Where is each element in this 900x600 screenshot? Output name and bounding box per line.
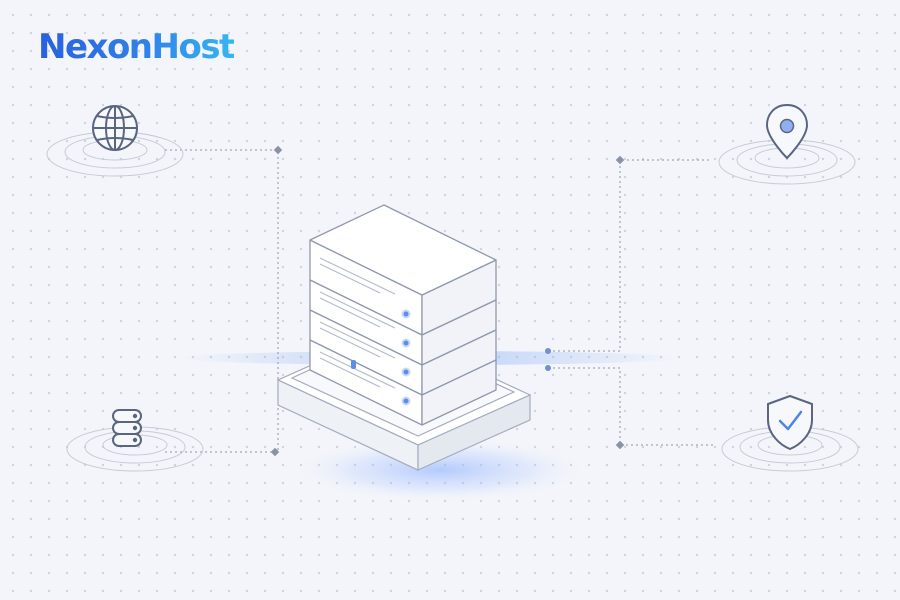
node-diamond bbox=[615, 440, 625, 450]
connector-globe bbox=[165, 149, 279, 385]
server-top bbox=[309, 204, 497, 296]
status-led bbox=[401, 396, 411, 406]
globe-icon bbox=[92, 105, 138, 151]
node-diamond bbox=[270, 447, 280, 457]
status-led bbox=[401, 367, 411, 377]
node-dot bbox=[545, 365, 551, 371]
node-dot bbox=[545, 348, 551, 354]
location-pin-icon bbox=[765, 103, 809, 160]
server-port bbox=[351, 360, 356, 369]
shield-check-icon bbox=[767, 394, 813, 451]
database-icon bbox=[112, 409, 142, 447]
node-diamond bbox=[273, 145, 283, 155]
server-stack bbox=[309, 204, 497, 426]
connector-shield bbox=[548, 367, 716, 446]
connector-dots bbox=[545, 348, 551, 371]
server-glow bbox=[290, 438, 590, 502]
connector-lines bbox=[165, 149, 716, 453]
server-vents bbox=[319, 257, 396, 389]
connector-location bbox=[548, 159, 710, 352]
server-leds bbox=[401, 309, 411, 406]
node-diamond bbox=[615, 155, 625, 165]
status-led bbox=[401, 309, 411, 319]
status-led bbox=[401, 338, 411, 348]
connector-database bbox=[165, 400, 279, 453]
brand-logo: NexonHost bbox=[38, 27, 235, 67]
